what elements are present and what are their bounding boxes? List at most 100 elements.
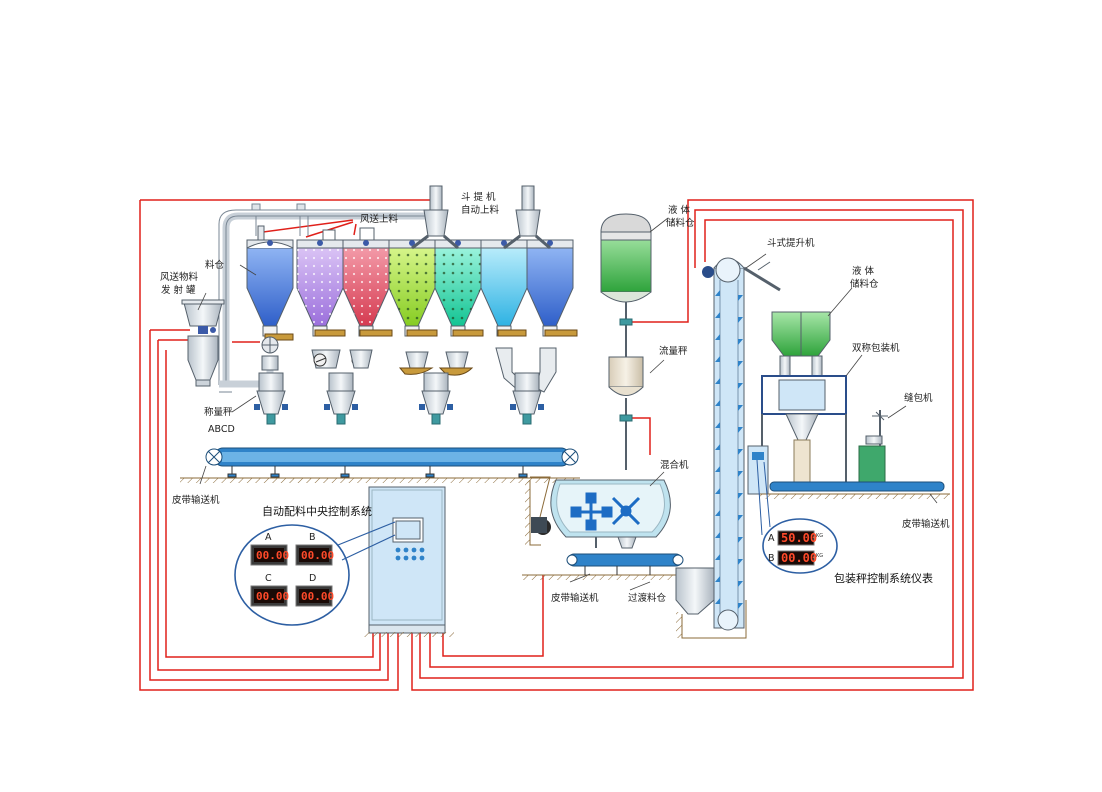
label-scale-2: ABCD <box>208 424 235 435</box>
silo-green <box>388 239 436 337</box>
label-double-scale-packer: 双称包装机 <box>852 342 900 354</box>
mixer-rotor-left <box>570 492 613 531</box>
elevator-bucket <box>738 471 743 477</box>
control-cabinet <box>362 486 454 637</box>
packing-display-a-label: A <box>768 533 775 544</box>
label-transition-bin: 过渡料仓 <box>628 592 667 604</box>
mixer <box>530 476 671 549</box>
pneumatic-launch-tank <box>181 299 225 387</box>
elevator-bucket <box>738 537 743 543</box>
label-bucket-feed-2: 自动上料 <box>461 204 500 216</box>
packing-display-a-unit: KG <box>816 533 823 539</box>
elevator-bucket <box>715 576 720 582</box>
mixer-motor <box>530 476 551 535</box>
elevator-bucket <box>715 466 720 472</box>
elevator-bucket <box>715 532 720 538</box>
silo-purple <box>296 239 344 337</box>
elevator-bucket <box>715 356 720 362</box>
packing-display-a: A 50.00 KG <box>768 530 823 546</box>
flow-scale <box>608 356 644 470</box>
screw-feeders <box>264 329 578 341</box>
display-b-value: 00.00 <box>301 549 334 562</box>
elevator-bucket <box>715 378 720 384</box>
label-scale-1: 称量秤 <box>204 406 233 418</box>
silo-blue-2 <box>526 239 574 337</box>
display-a-label: A <box>265 532 272 543</box>
label-liquid-tank-top-1: 液 体 <box>668 204 691 216</box>
display-c-label: C <box>265 573 272 584</box>
sewing-machine <box>858 410 888 485</box>
mixer-rotor-right <box>611 496 641 526</box>
weigh-hoppers <box>254 372 544 425</box>
display-a-value: 00.00 <box>256 549 289 562</box>
elevator-bucket <box>715 290 720 296</box>
elevator-bucket <box>715 510 720 516</box>
display-a: A 00.00 <box>250 532 289 566</box>
elevator-bucket <box>738 559 743 565</box>
elevator-bucket <box>715 334 720 340</box>
packing-tanks <box>771 311 831 377</box>
control-panel-displays: A 00.00 B 00.00 C 00.00 D 00.00 <box>250 532 334 607</box>
packing-display-b: B 00.00 KG <box>768 550 823 566</box>
label-sewing-machine: 缝包机 <box>904 392 933 404</box>
elevator-bucket <box>738 515 743 521</box>
elevator-bucket <box>738 449 743 455</box>
elevator-bucket <box>715 488 720 494</box>
elevator-bucket <box>738 581 743 587</box>
bucket-elevator <box>702 257 781 631</box>
label-liquid-tank-right-2: 储料仓 <box>850 278 879 290</box>
label-pneumatic-tank-2: 发 射 罐 <box>161 284 196 296</box>
silos <box>246 225 574 337</box>
label-belt-bottom: 皮带输送机 <box>551 592 599 604</box>
bucket-feeders-top <box>411 185 551 250</box>
elevator-bucket <box>738 317 743 323</box>
elevator-bucket <box>715 312 720 318</box>
elevator-bucket <box>715 400 720 406</box>
label-bucket-feed-1: 斗 提 机 <box>461 191 496 203</box>
display-d-value: 00.00 <box>301 590 334 603</box>
label-pneumatic-feed: 风送上料 <box>360 213 399 225</box>
elevator-bucket <box>738 603 743 609</box>
double-scale-packer <box>761 375 847 483</box>
elevator-bucket <box>715 444 720 450</box>
belt-conveyor-left <box>180 447 580 483</box>
liquid-storage-tank-top <box>600 213 652 357</box>
elevator-bucket <box>715 598 720 604</box>
packing-display-b-unit: KG <box>816 553 823 559</box>
label-liquid-tank-top-2: 储料仓 <box>666 217 695 229</box>
labels: 风送物料 发 射 罐 料仓 风送上料 斗 提 机 自动上料 称量秤 ABCD 皮… <box>160 191 950 604</box>
elevator-bucket <box>738 493 743 499</box>
label-mixer: 混合机 <box>660 459 689 471</box>
elevator-bucket <box>715 554 720 560</box>
label-belt-right: 皮带输送机 <box>902 518 950 530</box>
transition-bin <box>675 567 747 639</box>
silo-teal <box>434 239 482 337</box>
silo-cyan <box>480 239 528 337</box>
display-b: B 00.00 <box>295 532 334 566</box>
elevator-bucket <box>738 383 743 389</box>
discharge-valves <box>261 336 557 393</box>
display-c-value: 00.00 <box>256 590 289 603</box>
packing-display-a-value: 50.00 <box>781 531 817 545</box>
display-c: C 00.00 <box>250 573 289 607</box>
label-liquid-tank-right-1: 液 体 <box>852 265 875 277</box>
label-packing-instrument: 包装秤控制系统仪表 <box>834 571 933 585</box>
elevator-bucket <box>738 405 743 411</box>
display-b-label: B <box>309 532 316 543</box>
label-control-system: 自动配料中央控制系统 <box>262 504 372 518</box>
display-d-label: D <box>309 573 316 584</box>
label-silo: 料仓 <box>205 259 225 271</box>
belt-conveyor-right <box>760 481 950 499</box>
packing-display-b-label: B <box>768 553 775 564</box>
elevator-bucket <box>738 361 743 367</box>
label-bucket-elevator: 斗式提升机 <box>767 237 815 249</box>
elevator-bucket <box>738 295 743 301</box>
elevator-bucket <box>715 422 720 428</box>
belt-conveyor-bottom <box>566 553 684 575</box>
label-belt-left: 皮带输送机 <box>172 494 220 506</box>
label-pneumatic-tank-1: 风送物料 <box>160 271 199 283</box>
elevator-bucket <box>738 427 743 433</box>
leader-lines <box>197 217 938 591</box>
display-d: D 00.00 <box>295 573 334 607</box>
